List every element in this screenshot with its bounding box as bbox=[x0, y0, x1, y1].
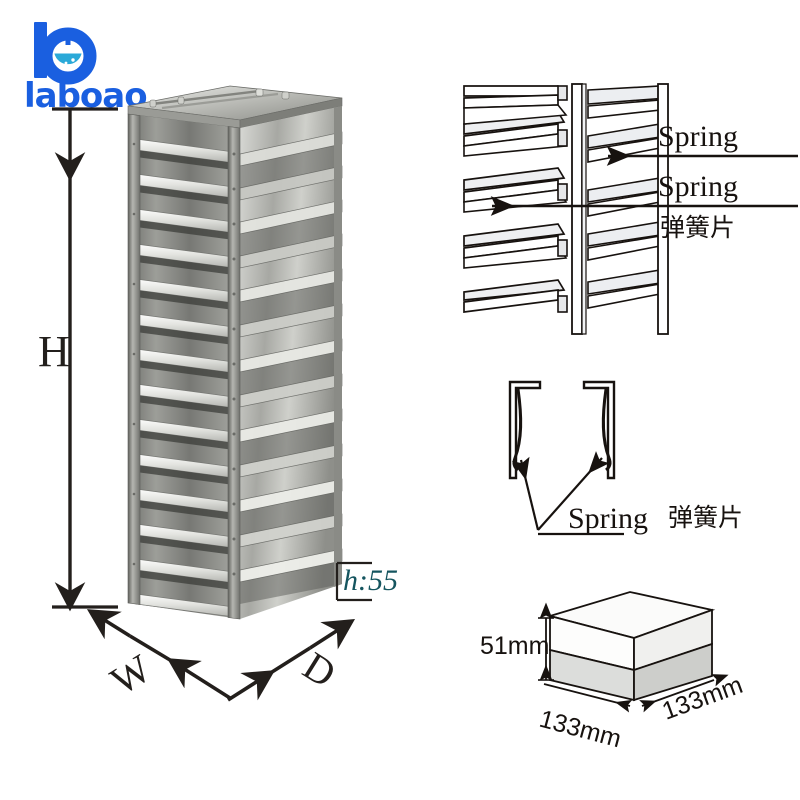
spring-callout-upper: Spring bbox=[606, 120, 798, 166]
left-shelf-stack bbox=[463, 85, 566, 313]
box-height-dimension: 51mm bbox=[480, 602, 554, 681]
centre-post bbox=[571, 83, 587, 335]
width-label: W bbox=[102, 645, 159, 704]
spring-callout-diagram: Spring Spring 弹簧片 bbox=[462, 83, 798, 335]
box-width-label: 133mm bbox=[536, 705, 624, 754]
rack-front-face bbox=[127, 113, 241, 620]
right-shelf-stack bbox=[587, 85, 669, 309]
right-rail-profile bbox=[582, 380, 616, 480]
cryo-box-dimension-diagram: 51mm 133mm 133mm bbox=[470, 588, 792, 753]
box-height-label: 51mm bbox=[480, 632, 549, 660]
brand-logo: laboao bbox=[24, 22, 154, 113]
spring-clip-label-en: Spring bbox=[568, 502, 648, 535]
rack-side-shelves bbox=[239, 106, 343, 619]
height-label: H bbox=[38, 327, 70, 376]
spring-callout-lower: Spring 弹簧片 bbox=[490, 170, 798, 242]
spring-label-upper: Spring bbox=[658, 120, 738, 153]
rack-top-handle bbox=[127, 85, 343, 129]
flask-in-letter-b-logo-icon bbox=[32, 22, 97, 85]
brand-wordmark: laboao bbox=[24, 76, 148, 116]
shelf-pitch-label: h:55 bbox=[343, 564, 398, 597]
depth-label: D bbox=[295, 642, 344, 697]
spring-label-chinese: 弹簧片 bbox=[660, 213, 735, 242]
spring-clip-leaders bbox=[511, 451, 624, 536]
spring-clip-detail-diagram: Spring 弹簧片 bbox=[482, 362, 782, 540]
spring-label-lower: Spring bbox=[658, 170, 738, 203]
spring-clip-label-cn: 弹簧片 bbox=[668, 503, 743, 532]
width-dimension-line bbox=[86, 609, 231, 700]
freezer-rack-photo bbox=[110, 84, 345, 620]
